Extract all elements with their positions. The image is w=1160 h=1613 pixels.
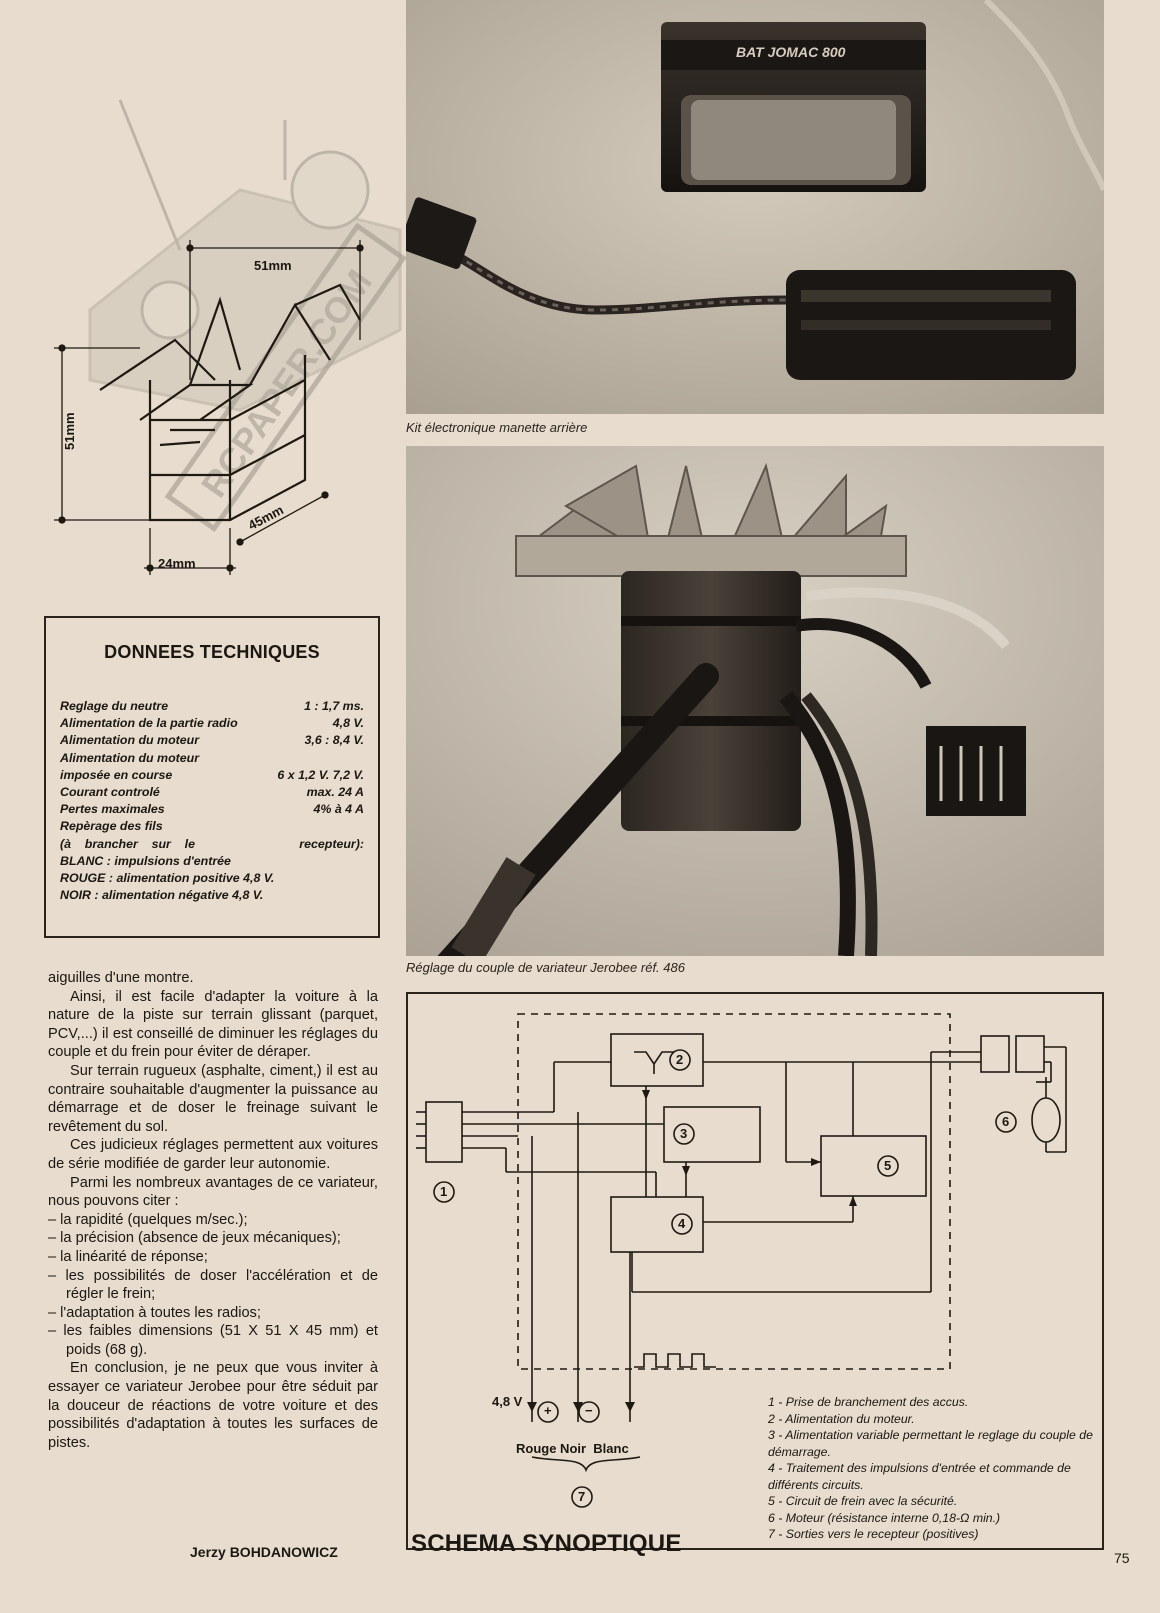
legend-item: 6 - Moteur (résistance interne 0,18-Ω mi… bbox=[768, 1510, 1001, 1525]
node-4-label: 4 bbox=[678, 1216, 686, 1231]
legend-item: 5 - Circuit de frein avec la sécurité. bbox=[768, 1494, 958, 1508]
dimension-drawing: RCPAPER.COM bbox=[40, 80, 420, 600]
article-body: aiguilles d'une montre. Ainsi, il est fa… bbox=[48, 969, 378, 1452]
legend-item: 3 - Alimentation variable permettant le … bbox=[768, 1428, 1093, 1459]
paragraph: Sur terrain rugueux (asphalte, ciment,) … bbox=[48, 1062, 378, 1135]
schema-legend: 1 - Prise de branchement des accus. 2 - … bbox=[768, 1394, 1103, 1543]
photo-kit-caption: Kit électronique manette arrière bbox=[406, 420, 588, 435]
tech-row: BLANC : impulsions d'entrée bbox=[60, 853, 231, 868]
schema-diagram-box bbox=[406, 992, 1104, 1550]
photo-variator-caption: Réglage du couple de variateur Jerobee r… bbox=[406, 960, 685, 975]
node-7-label: 7 bbox=[578, 1489, 586, 1504]
minus-sign: − bbox=[585, 1403, 593, 1418]
node-5-label: 5 bbox=[884, 1158, 892, 1173]
list-item: – la rapidité (quelques m/sec.); bbox=[48, 1211, 248, 1228]
dim-left-label: 51mm bbox=[62, 412, 77, 450]
node-1-label: 1 bbox=[440, 1184, 448, 1199]
wire-colors-label: Rouge Noir Blanc bbox=[516, 1441, 629, 1456]
legend-item: 4 - Traitement des impulsions d'entrée e… bbox=[768, 1461, 1071, 1492]
legend-item: 1 - Prise de branchement des accus. bbox=[768, 1395, 969, 1409]
list-item: – la linéarité de réponse; bbox=[48, 1248, 208, 1265]
dim-top-label: 51mm bbox=[254, 258, 292, 273]
schema-diagram: 2 3 5 4 1 6 7 + − 4,8 V Rouge Noir Blanc bbox=[406, 992, 1104, 1552]
paragraph: Ces judicieux réglages permettent aux vo… bbox=[48, 1137, 378, 1172]
paragraph: aiguilles d'une montre. bbox=[48, 970, 194, 986]
list-item: – les possibilités de doser l'accélérati… bbox=[48, 1267, 378, 1303]
plus-sign: + bbox=[544, 1403, 552, 1418]
node-6-label: 6 bbox=[1002, 1114, 1010, 1129]
list-item: – la précision (absence de jeux mécaniqu… bbox=[48, 1230, 341, 1247]
tech-row: ROUGE : alimentation positive 4,8 V. bbox=[60, 871, 275, 886]
dim-bottom-label: 24mm bbox=[158, 556, 196, 571]
tech-row: Repèrage des fils bbox=[60, 819, 163, 834]
legend-item: 7 - Sorties vers le recepteur (positives… bbox=[768, 1527, 979, 1541]
paragraph: En conclusion, je ne peux que vous invit… bbox=[48, 1360, 378, 1451]
list-item: – l'adaptation à toutes les radios; bbox=[48, 1304, 261, 1321]
legend-item: 2 - Alimentation du moteur. bbox=[768, 1411, 915, 1426]
node-3-label: 3 bbox=[680, 1126, 688, 1141]
photo-kit: BAT JOMAC 800 bbox=[406, 0, 1104, 414]
paragraph: Ainsi, il est facile d'adapter la voitur… bbox=[48, 988, 378, 1061]
list-item: – les faibles dimensions (51 X 51 X 45 m… bbox=[48, 1323, 378, 1358]
author-name: Jerzy BOHDANOWICZ bbox=[190, 1544, 338, 1560]
page-number: 75 bbox=[1114, 1550, 1130, 1566]
paragraph: Parmi les nombreux avantages de ce varia… bbox=[48, 1174, 378, 1210]
node-2-label: 2 bbox=[676, 1052, 684, 1067]
tech-row: NOIR : alimentation négative 4,8 V. bbox=[60, 888, 264, 903]
photo-variator bbox=[406, 446, 1104, 956]
voltage-label: 4,8 V bbox=[492, 1394, 523, 1409]
tech-row: Alimentation du moteur bbox=[60, 750, 200, 765]
tech-data-title: DONNEES TECHNIQUES bbox=[104, 642, 320, 662]
battery-label: BAT JOMAC 800 bbox=[736, 44, 846, 60]
schema-title: SCHEMA SYNOPTIQUE bbox=[411, 1530, 682, 1557]
